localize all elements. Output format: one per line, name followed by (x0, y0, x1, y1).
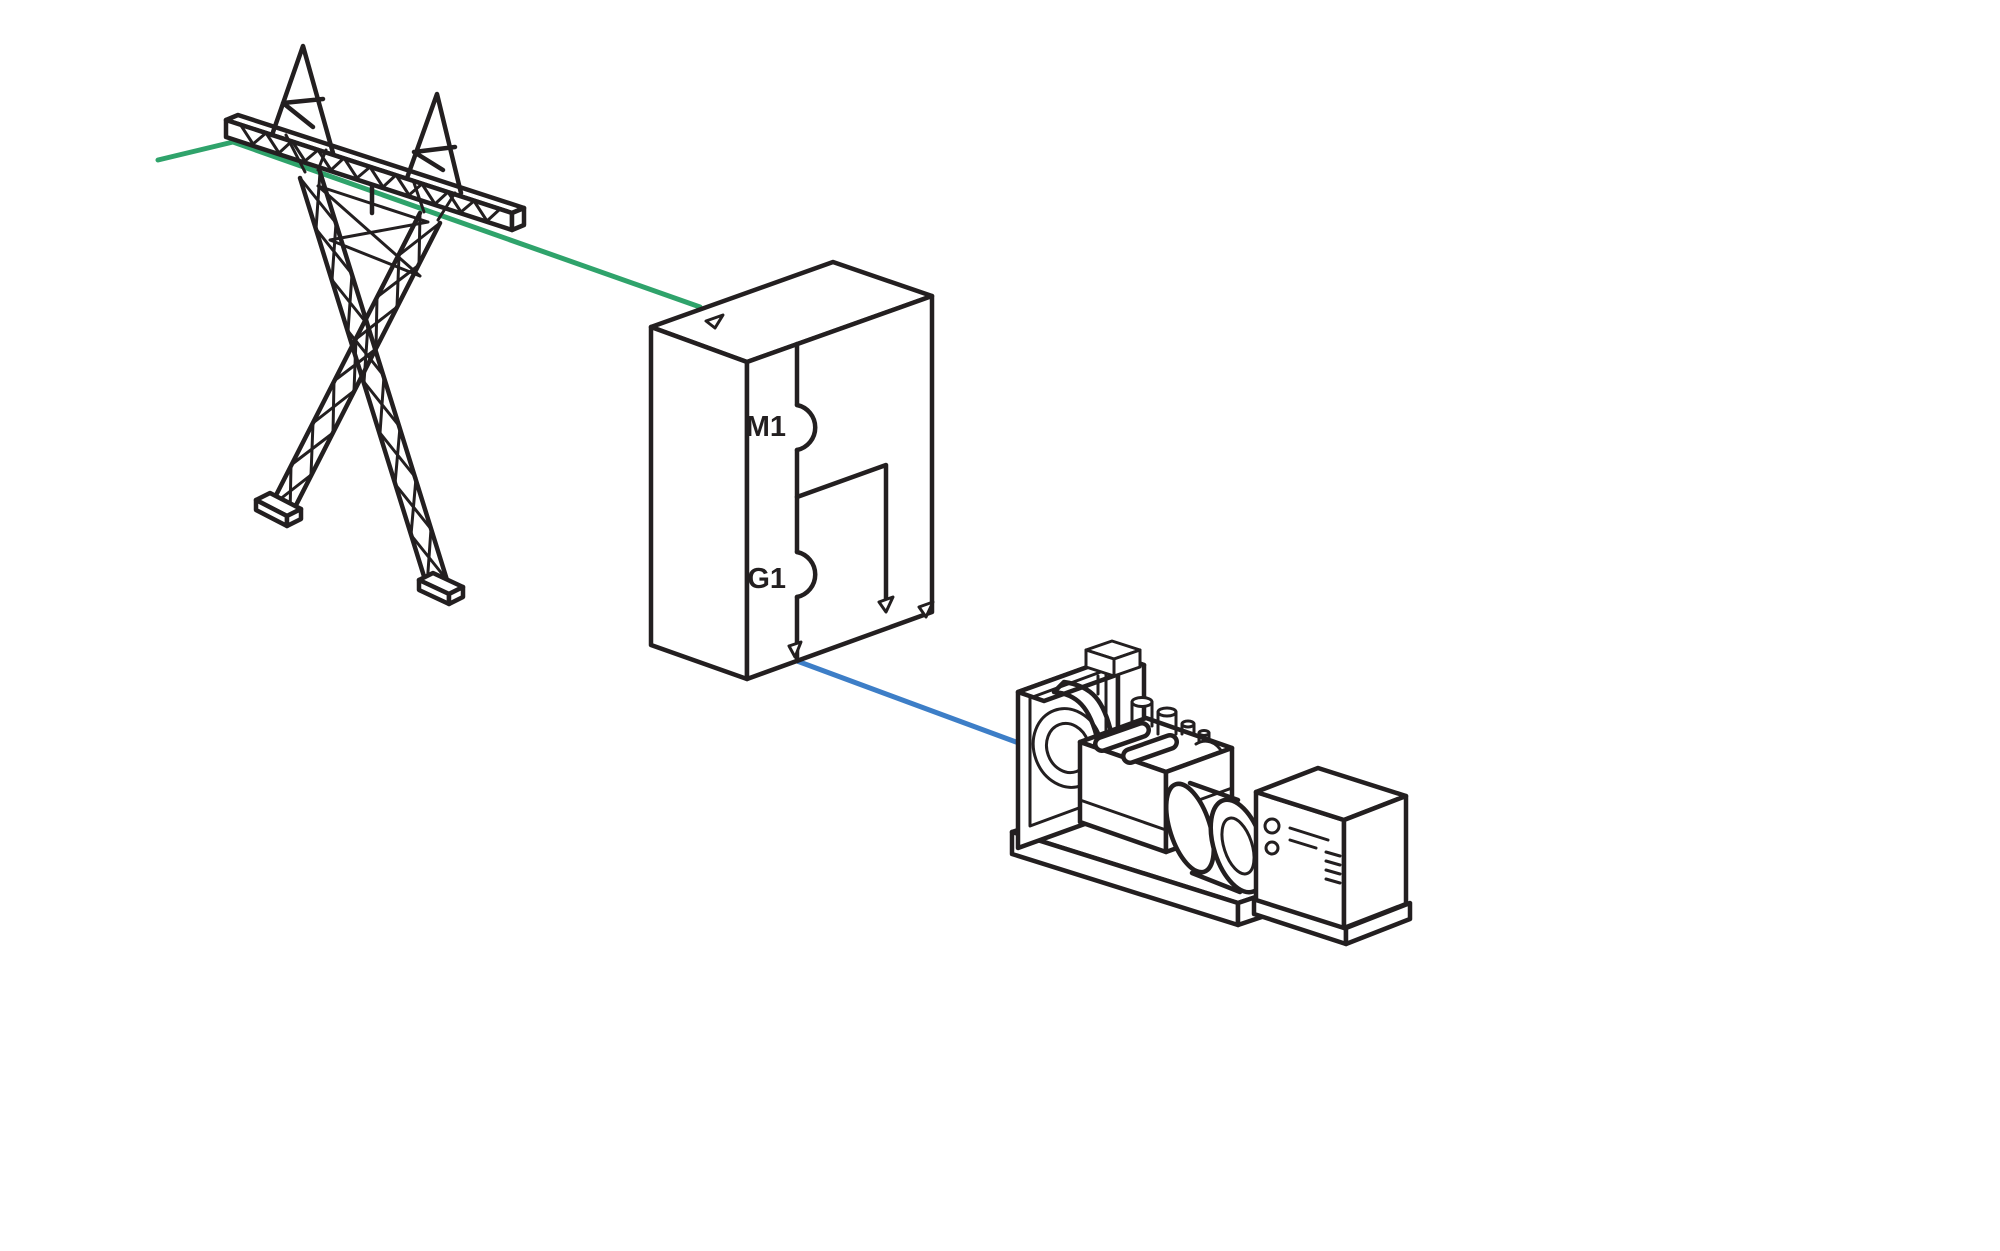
tower-left-peak (269, 43, 336, 156)
tower-peak-connectors (284, 133, 457, 222)
expansion-tank (1084, 639, 1142, 696)
transfer-switch-cabinet: M1 G1 (648, 259, 935, 682)
panel-label-lines (1288, 826, 1330, 850)
valve-cover (1121, 733, 1179, 765)
tower-crossarm-top (223, 112, 527, 216)
exhaust-stub (1156, 706, 1178, 736)
generator-set (1009, 639, 1413, 947)
tower-crossarm-end (509, 205, 527, 233)
cabinet-left-face (648, 324, 750, 682)
breaker-label-g1: G1 (747, 563, 786, 595)
gauge-dial (1263, 817, 1281, 835)
breaker-g1-arc (794, 549, 818, 600)
panel-side-face (1341, 793, 1409, 931)
breaker-label-m1: M1 (746, 411, 786, 443)
tower-foot-right (416, 570, 466, 607)
utility-power-line (155, 139, 703, 310)
air-cleaner-cylinder (1130, 696, 1154, 728)
tower-body-bracing (316, 184, 430, 278)
alternator-end-ring (1220, 816, 1256, 876)
coolant-pipe (1051, 679, 1115, 745)
valve-cover (1093, 721, 1151, 753)
tower-leg2-lattice (268, 211, 442, 519)
alternator (1164, 780, 1268, 895)
alternator-body (1187, 780, 1243, 895)
cabinet-front-face (744, 293, 935, 682)
tower-right-peak (404, 91, 464, 196)
tower-leg1-lattice (298, 170, 449, 588)
engine-fittings (1180, 719, 1224, 754)
control-panel (1253, 765, 1409, 931)
panel-vent-grill (1324, 850, 1342, 885)
breaker-m1-arc (794, 402, 818, 453)
generator-power-line (794, 658, 1019, 745)
gauge-dial (1264, 840, 1280, 856)
cabinet-door-outline (794, 462, 889, 613)
tower-crossarm-lattice (238, 122, 502, 223)
tower-foot-left (253, 490, 304, 529)
cabinet-corner-gussets (704, 313, 935, 659)
transmission-tower (223, 43, 527, 607)
